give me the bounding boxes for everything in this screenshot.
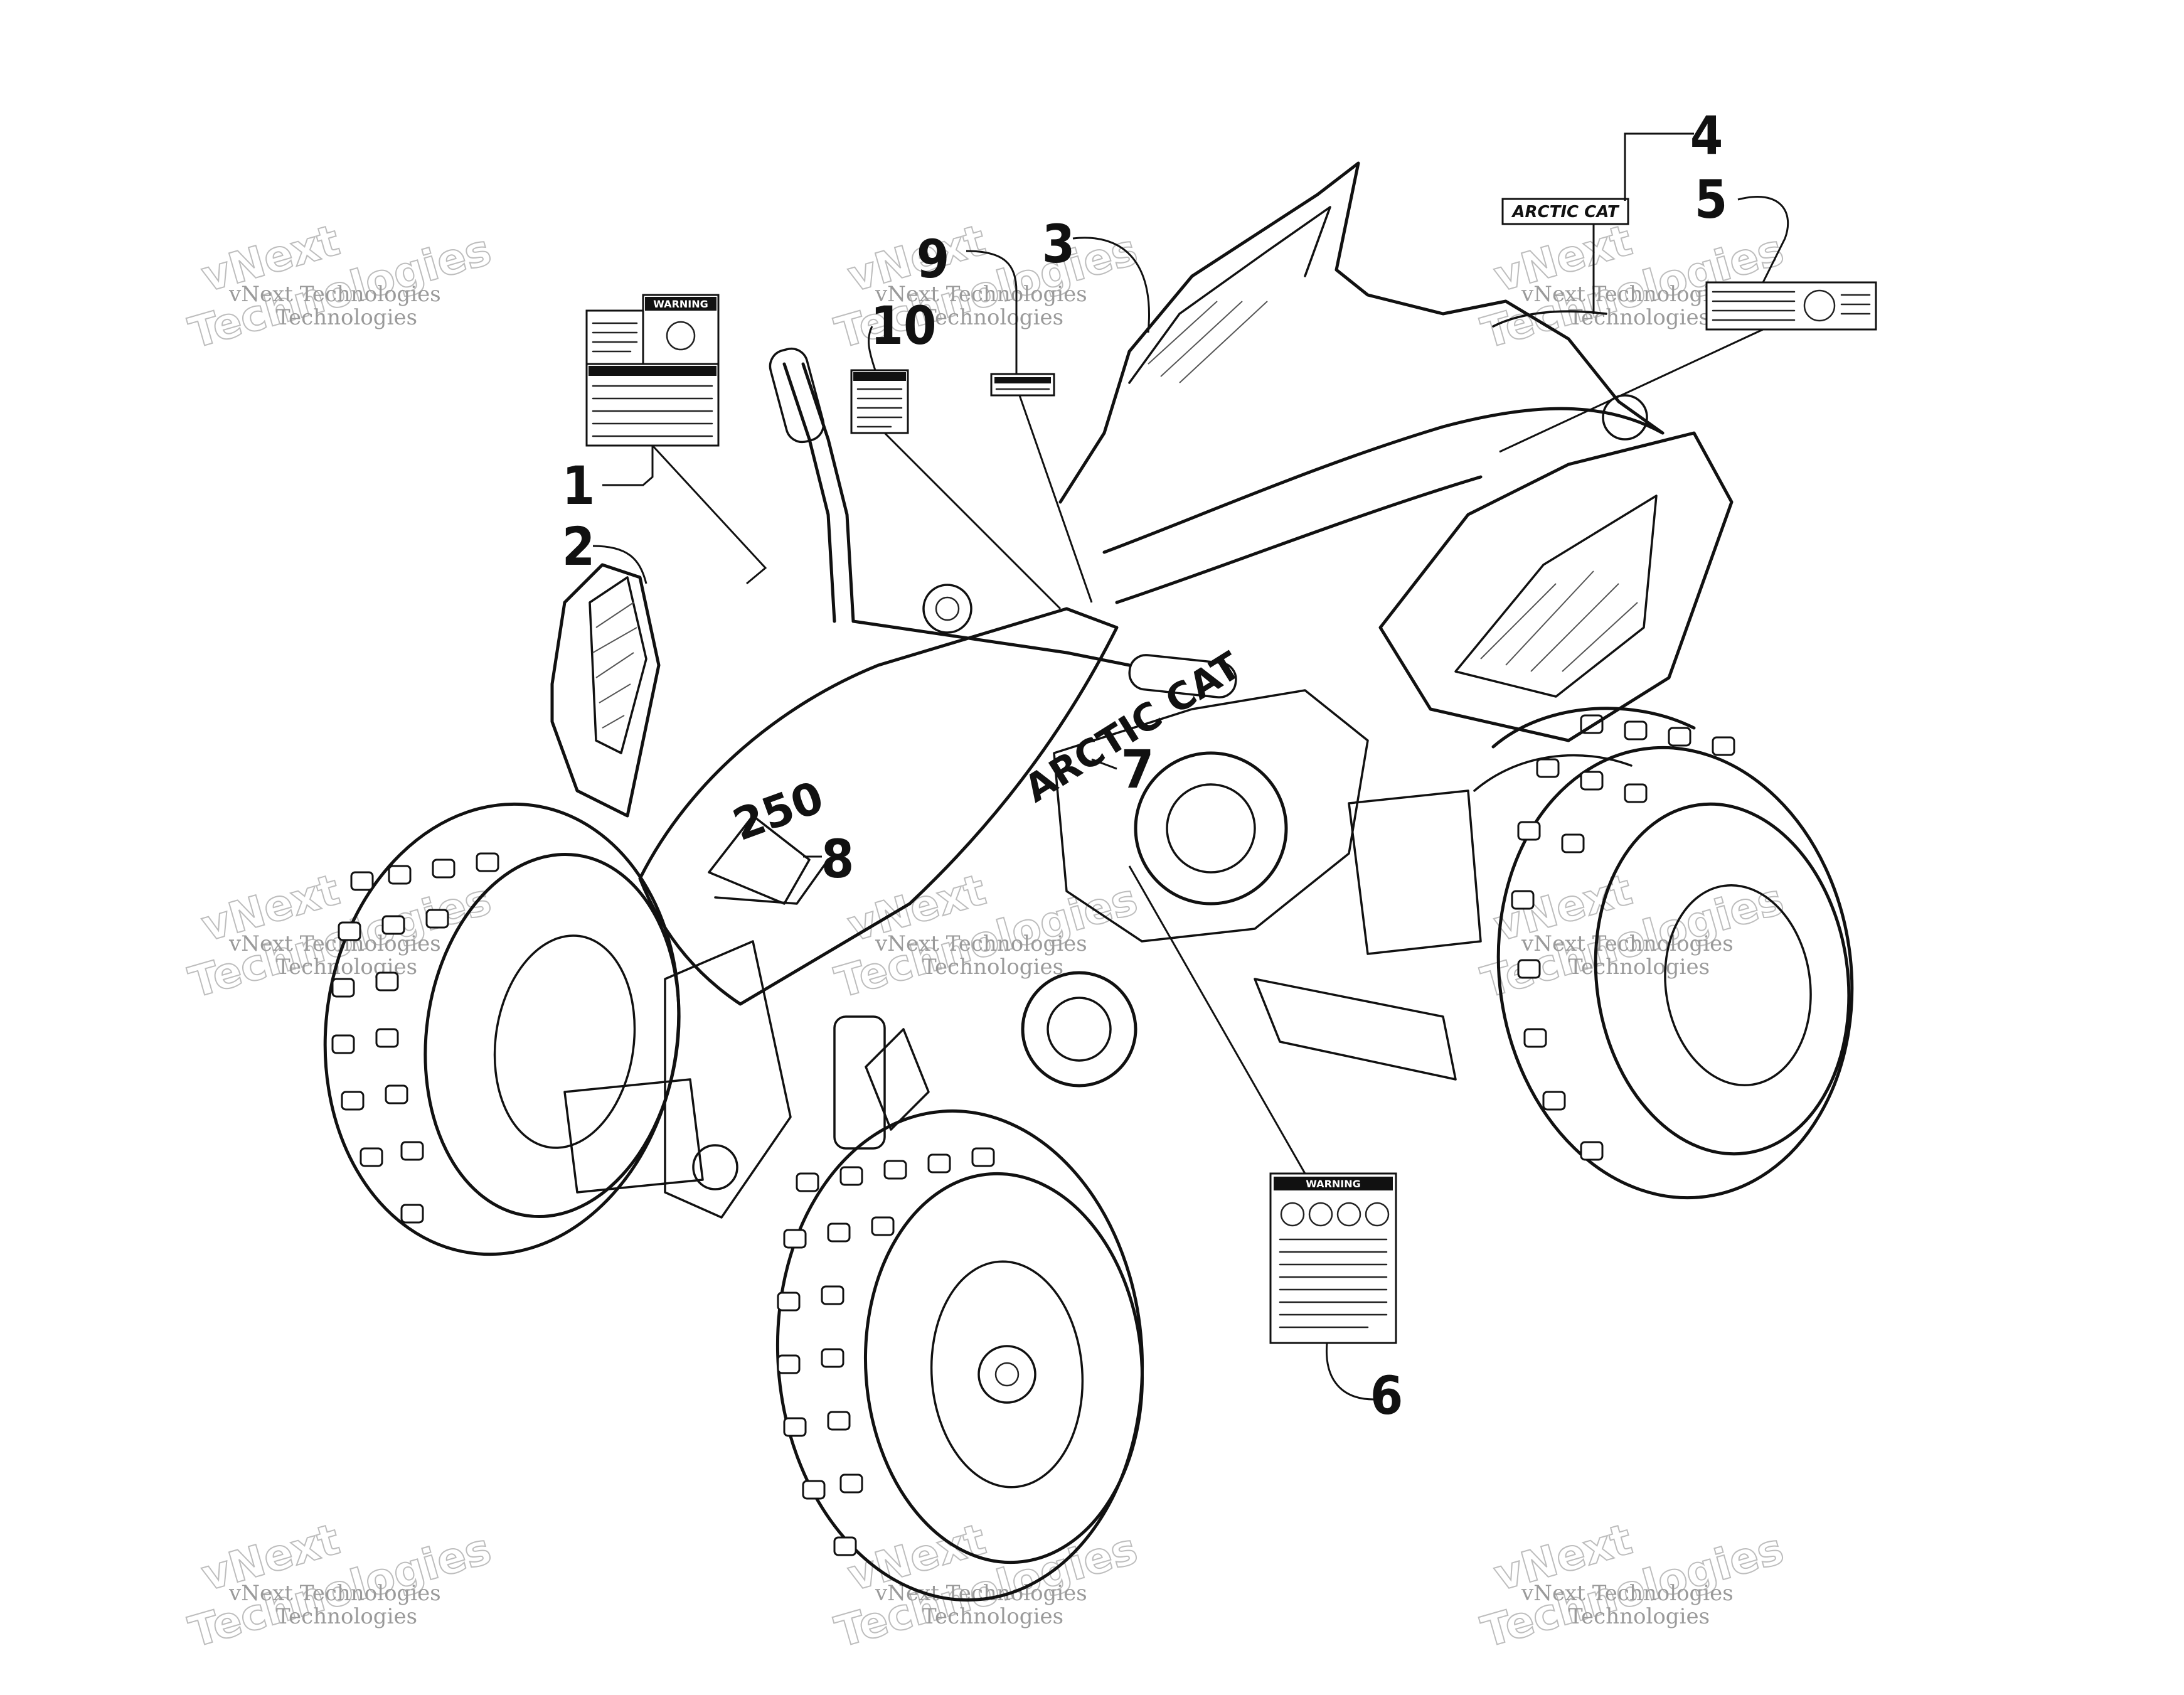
watermark-tile: vNext Technologies vNext Technologies Te… — [1476, 1514, 1789, 1659]
decal-6-warning-label: WARNING — [1269, 1172, 1397, 1344]
callout-4: 4 — [1690, 105, 1723, 166]
leader-10 — [868, 326, 876, 371]
leader-9-down — [1018, 395, 1093, 603]
decal-4-brand-label: ARCTIC CAT — [1501, 198, 1629, 225]
callout-9: 9 — [917, 228, 950, 290]
decal-1-warning-text: WARNING — [653, 298, 708, 310]
leader-4 — [1624, 132, 1694, 201]
front-left-wheel — [323, 802, 681, 1256]
frame-and-engine — [563, 689, 1482, 1219]
rear-left-wheel — [1473, 707, 1696, 792]
watermark-text: vNext Technologies — [1521, 282, 1734, 307]
callout-3: 3 — [1042, 213, 1075, 275]
watermark-grid: vNext Technologies vNext Technologies Te… — [183, 215, 1789, 1659]
watermark-text: Technologies — [276, 1604, 417, 1629]
watermark-text: vNext Technologies — [228, 282, 441, 307]
leader-2 — [592, 545, 647, 584]
watermark-text: Technologies — [1569, 954, 1710, 980]
leader-1-to-fender — [651, 444, 767, 585]
decal-5-warning-label — [1705, 281, 1877, 331]
watermark-tile: vNext Technologies vNext Technologies Te… — [183, 1514, 497, 1659]
watermark-text: vNext Technologies — [1521, 931, 1734, 956]
watermark-text: vNext Technologies — [228, 931, 441, 956]
decal-1-warning-labels: WARNING — [585, 294, 720, 447]
callout-5: 5 — [1695, 169, 1728, 230]
leader-5-down — [1499, 328, 1764, 453]
leader-5 — [1737, 196, 1789, 283]
decal-6-warning-text: WARNING — [1306, 1178, 1361, 1190]
watermark-tile: vNext Technologies vNext Technologies Te… — [829, 865, 1143, 1009]
leader-3 — [1072, 237, 1150, 333]
watermark-text: vNext Technologies — [875, 282, 1087, 307]
rear-right-wheel — [1496, 746, 1854, 1200]
watermark-text: Technologies — [276, 305, 417, 330]
leader-6 — [1325, 1342, 1375, 1401]
tire-tread-knobs — [331, 714, 1735, 1556]
decal-10-label — [850, 369, 909, 434]
leader-7 — [1091, 758, 1117, 770]
watermark-text: Technologies — [922, 1604, 1063, 1629]
callout-6: 6 — [1370, 1365, 1404, 1426]
callout-2: 2 — [562, 516, 595, 577]
decal-9-label — [990, 373, 1055, 397]
leader-9 — [966, 250, 1018, 374]
watermark-tile: vNext Technologies vNext Technologies Te… — [183, 215, 497, 360]
watermark-text: vNext Technologies — [228, 1581, 441, 1606]
watermark-text: vNext Technologies — [1521, 1581, 1734, 1606]
watermark-text: Technologies — [922, 305, 1063, 330]
watermark-tile: vNext Technologies vNext Technologies Te… — [829, 1514, 1143, 1659]
front-fender — [550, 563, 1119, 1006]
watermark-text: Technologies — [922, 954, 1063, 980]
body-model-decal: 250 — [727, 771, 830, 851]
watermark-text: Technologies — [1569, 305, 1710, 330]
leader-1 — [602, 446, 654, 486]
watermark-text: vNext Technologies — [875, 1581, 1087, 1606]
callout-1: 1 — [562, 455, 595, 516]
leader-lines — [592, 132, 1789, 1401]
leader-10-down — [883, 432, 1062, 610]
leader-6-up — [1128, 865, 1306, 1174]
callout-7: 7 — [1121, 739, 1154, 800]
handlebars — [769, 347, 1237, 698]
decal-4-brand-text: ARCTIC CAT — [1511, 203, 1619, 222]
callout-10: 10 — [870, 295, 936, 356]
seat-and-rear-body — [1058, 161, 1734, 742]
callout-numbers: 1 2 3 4 5 6 7 8 9 10 — [562, 105, 1728, 1426]
callout-8: 8 — [821, 828, 855, 890]
watermark-text: Technologies — [1569, 1604, 1710, 1629]
decal-labels: WARNING ARCTIC CAT — [585, 198, 1877, 1344]
watermark-text: vNext Technologies — [875, 931, 1087, 956]
